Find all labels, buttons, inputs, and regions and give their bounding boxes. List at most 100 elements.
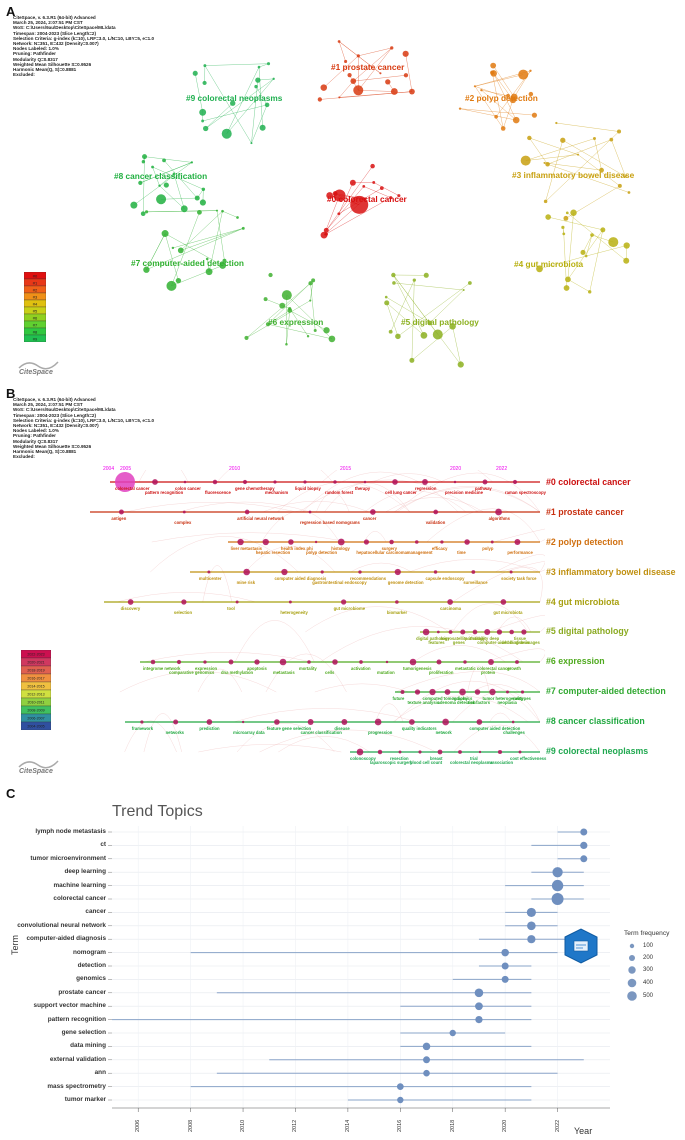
- trend-point: [551, 893, 564, 905]
- network-node: [529, 69, 532, 72]
- network-node: [272, 77, 275, 80]
- timeline-node: [436, 659, 442, 665]
- timeline-node: [333, 480, 337, 484]
- timeline-node: [433, 570, 438, 574]
- timeline-keyword: colon cancer: [175, 486, 201, 491]
- network-node: [490, 62, 497, 69]
- timeline-keyword: cost effectiveness: [510, 756, 547, 761]
- timeline-keyword: gene chemotherapy: [235, 486, 275, 491]
- network-edge: [246, 283, 311, 339]
- co-citation-arc: [395, 671, 541, 693]
- cluster-label-6: #6 expression: [268, 317, 324, 327]
- trend-term-label: mass spectrometry: [47, 1082, 106, 1090]
- timeline-node: [118, 509, 124, 515]
- timeline-node: [207, 570, 211, 574]
- network-edge: [319, 91, 412, 100]
- network-edge: [502, 99, 514, 129]
- timeline-keyword: microsatellite instability: [440, 636, 489, 641]
- network-node: [363, 197, 367, 201]
- network-node: [467, 281, 472, 285]
- timeline-keyword: mortality: [299, 666, 317, 671]
- trend-legend-value: 300: [643, 967, 654, 973]
- trend-point: [552, 867, 563, 878]
- timeline-keyword: radiomics: [452, 696, 473, 701]
- timeline-keyword: association: [490, 760, 514, 765]
- timeline-node: [408, 719, 415, 725]
- network-edge: [164, 233, 179, 281]
- trend-year-tick: 2006: [135, 1119, 142, 1132]
- network-edge: [492, 65, 515, 98]
- timeline-keyword: protein: [481, 670, 496, 675]
- network-node: [584, 254, 588, 258]
- co-citation-arc: [261, 510, 340, 543]
- co-citation-arc: [202, 565, 232, 603]
- network-node: [395, 333, 401, 340]
- network-node: [423, 272, 429, 278]
- network-node: [565, 211, 569, 215]
- network-node: [536, 265, 543, 273]
- network-edge: [567, 212, 574, 280]
- network-edge: [226, 66, 260, 134]
- timeline-keyword: hepatic resection: [255, 550, 291, 555]
- network-node: [473, 85, 476, 88]
- timeline-keyword: genome detection: [387, 580, 424, 585]
- timeline-node: [447, 599, 453, 605]
- timeline-keyword: algorithms: [488, 516, 510, 521]
- network-edge: [492, 72, 504, 129]
- network-edge: [585, 234, 593, 257]
- timeline-keyword: precision medicine: [445, 490, 483, 495]
- network-node: [219, 262, 227, 269]
- network-node: [555, 121, 558, 125]
- network-node: [221, 209, 224, 213]
- network-node: [480, 88, 483, 92]
- timeline-keyword: tumorigenesis: [403, 666, 432, 671]
- network-node: [580, 249, 586, 255]
- co-citation-arc: [394, 680, 541, 723]
- network-edge: [474, 86, 504, 129]
- timeline-row-label-8: #8 cancer classification: [546, 716, 645, 726]
- trend-point: [501, 975, 509, 983]
- trend-point: [527, 935, 536, 944]
- timeline-node: [308, 510, 312, 514]
- timeline-node: [363, 539, 369, 545]
- timeline-keyword: risk factors: [467, 700, 491, 705]
- trend-point: [474, 988, 484, 998]
- network-edge: [363, 186, 391, 198]
- co-citation-arc: [236, 723, 335, 753]
- network-node: [266, 62, 271, 66]
- timeline-node: [370, 509, 376, 515]
- co-citation-arc: [489, 712, 512, 723]
- timeline-keyword: polyp: [482, 546, 494, 551]
- network-node: [624, 175, 627, 178]
- network-node: [390, 46, 394, 50]
- trend-term-label: genomics: [76, 975, 106, 983]
- timeline-node: [442, 718, 449, 726]
- trend-point: [526, 907, 536, 917]
- timeline-keyword: adenoma detection: [437, 700, 476, 705]
- trend-point: [501, 948, 509, 957]
- timeline-keyword: polyp detection: [306, 550, 338, 555]
- timeline-node: [203, 660, 207, 664]
- network-node: [241, 226, 245, 230]
- timeline-keyword: regression: [415, 486, 437, 491]
- trend-term-label: ann: [94, 1069, 106, 1077]
- timeline-node: [392, 479, 398, 485]
- network-edge: [358, 47, 392, 57]
- trend-legend-dots: [627, 943, 637, 1001]
- network-node: [197, 209, 202, 215]
- network-node: [379, 186, 384, 191]
- trend-term-label: tumor microenvironment: [30, 854, 106, 862]
- trend-legend-value: 200: [643, 955, 654, 961]
- network-edge: [353, 75, 406, 82]
- trend-legend-value: 100: [643, 943, 654, 949]
- timeline-row-label-9: #9 colorectal neoplasms: [546, 746, 649, 756]
- panel-letter-c: C: [6, 786, 16, 801]
- timeline-keyword: features: [428, 640, 445, 645]
- network-edge: [289, 308, 309, 337]
- timeline-keyword: hepatocellular carcinoma: [356, 550, 407, 555]
- network-edge: [393, 274, 425, 336]
- timeline-node: [241, 720, 245, 724]
- timeline-node: [521, 629, 527, 635]
- timeline-keyword: trial: [470, 756, 478, 761]
- network-node: [306, 335, 310, 338]
